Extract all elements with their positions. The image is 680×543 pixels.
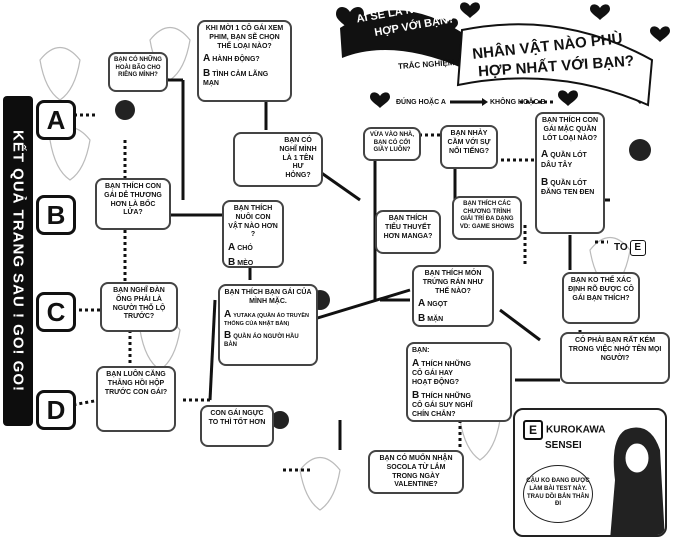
- kurokawa-name-line1: KUROKAWA: [546, 424, 606, 436]
- kurokawa-name-line2: SENSEI: [545, 440, 582, 451]
- result-b-box: B: [36, 195, 76, 235]
- option-b-text: TÌNH CẢM LÃNG MẠN: [203, 70, 269, 88]
- result-title: KẾT QUẢ TRANG SAU ! GO! GO!: [9, 130, 27, 392]
- question-nervous-text: BẠN LUÔN CĂNG THẲNG HỒI HỘP TRƯỚC CON GÁ…: [104, 371, 168, 396]
- question-pet-text: BẠN THÍCH NUÔI CON VẬT NÀO HƠN ?: [228, 205, 278, 239]
- option-a-text: QUẦN LÓT DÂU TÂY: [541, 152, 587, 169]
- legend-no: KHÔNG HOẶC B: [490, 99, 546, 106]
- question-you-text: BẠN:: [412, 347, 430, 354]
- question-shoes-text: VỪA VÀO NHÀ, BẠN CÓ CỞI GIẦY LUÔN?: [369, 132, 415, 153]
- question-forget-text: CÓ PHẢI BẠN RẤT KÉM TRONG VIỆC NHỚ TÊN M…: [568, 337, 662, 362]
- option-b-text: MÈO: [237, 259, 254, 267]
- question-selfname: BẠN CÓ NGHĨ MÌNH LÀ 1 TÊN HƯ HỎNG?: [233, 132, 323, 187]
- question-chocolate: BẠN CÓ MUỐN NHẬN SOCOLA TỪ LẮM TRONG NGÀ…: [368, 450, 464, 494]
- question-forget: CÓ PHẢI BẠN RẤT KÉM TRONG VIỆC NHỚ TÊN M…: [560, 332, 670, 384]
- option-b-text: QUẦN LÓT ĐĂNG TEN ĐEN: [541, 179, 595, 197]
- question-trust-text: BẠN KO THỂ XÁC ĐỊNH RÕ ĐƯỢC CÔ GÁI BẠN T…: [568, 277, 634, 302]
- question-bust-text: CON GÁI NGỰC TO THÌ TỐT HƠN: [208, 410, 266, 426]
- question-egg-text: BẠN THÍCH MÓN TRỨNG RÁN NHƯ THẾ NÀO?: [422, 270, 484, 295]
- question-care: BẠN CÓ NHỮNG HOÀI BÃO CHO RIÊNG MÌNH?: [108, 52, 168, 92]
- question-man: BẠN NGHĨ ĐÀN ÔNG PHẢI LÀ NGƯỜI THỔ LỘ TR…: [100, 282, 178, 332]
- kurokawa-portrait: [610, 427, 665, 535]
- question-cute-text: BẠN THÍCH CON GÁI DỄ THƯƠNG HƠN LÀ BỐC L…: [104, 183, 162, 217]
- option-a-text: NGỌT: [427, 301, 448, 309]
- question-novel-text: BẠN THÍCH TIỂU THUYẾT HƠN MANGA?: [383, 215, 433, 240]
- question-man-text: BẠN NGHĨ ĐÀN ÔNG PHẢI LÀ NGƯỜI THỔ LỘ TR…: [112, 287, 166, 321]
- question-skirt: BẠN THÍCH CON GÁI MẶC QUẦN LÓT LOẠI NÀO?…: [535, 112, 605, 234]
- option-a-text: THÍCH NHỮNG CÔ GÁI HAY HOẠT ĐỘNG?: [412, 360, 471, 386]
- question-selfname-text: BẠN CÓ NGHĨ MÌNH LÀ 1 TÊN HƯ HỎNG?: [279, 137, 317, 179]
- to-e-label: TO: [614, 242, 628, 253]
- question-dance-text: BẠN NHẢY CẦM VỚI SỰ NỔI TIẾNG?: [447, 130, 491, 155]
- result-e-box: E: [523, 420, 543, 440]
- result-a-box: A: [36, 100, 76, 140]
- option-b-text: MẶN: [427, 315, 444, 323]
- question-show: BẠN THÍCH CÁC CHƯƠNG TRÌNH GIẢI TRÍ ĐA D…: [452, 196, 522, 240]
- question-shoes: VỪA VÀO NHÀ, BẠN CÓ CỞI GIẦY LUÔN?: [363, 127, 421, 161]
- question-chocolate-text: BẠN CÓ MUỐN NHẬN SOCOLA TỪ LẮM TRONG NGÀ…: [379, 455, 453, 489]
- kurokawa-speech: CẬU KO ĐANG ĐƯỢC LÀM BÀI TEST NÀY. TRAU …: [523, 465, 593, 523]
- result-c-box: C: [36, 292, 76, 332]
- option-a-text: HÀNH ĐỘNG?: [212, 56, 260, 64]
- option-a-text: YUTAKA (QUẦN ÁO TRUYỀN THỐNG CỦA NHẬT BẢ…: [224, 312, 310, 328]
- question-trust: BẠN KO THỂ XÁC ĐỊNH RÕ ĐƯỢC CÔ GÁI BẠN T…: [562, 272, 640, 324]
- legend-yes: ĐÚNG HOẶC A: [396, 99, 446, 106]
- question-cute: BẠN THÍCH CON GÁI DỄ THƯƠNG HƠN LÀ BỐC L…: [95, 178, 171, 230]
- option-a-text: CHÓ: [237, 245, 253, 252]
- question-skirt-text: BẠN THÍCH CON GÁI MẶC QUẦN LÓT LOẠI NÀO?: [542, 117, 598, 142]
- result-title-bar: KẾT QUẢ TRANG SAU ! GO! GO!: [3, 96, 33, 426]
- question-bust: CON GÁI NGỰC TO THÌ TỐT HƠN: [200, 405, 274, 447]
- question-movie-text: KHI MỜI 1 CÔ GÁI XEM PHIM, BẠN SẼ CHỌN T…: [205, 25, 284, 50]
- question-care-text: BẠN CÓ NHỮNG HOÀI BÃO CHO RIÊNG MÌNH?: [114, 57, 162, 78]
- question-nervous: BẠN LUÔN CĂNG THẲNG HỒI HỘP TRƯỚC CON GÁ…: [96, 366, 176, 432]
- to-e-letter: E: [629, 240, 646, 256]
- result-d-box: D: [36, 390, 76, 430]
- question-dance: BẠN NHẢY CẦM VỚI SỰ NỔI TIẾNG?: [440, 125, 498, 169]
- option-b-text: QUẦN ÁO NGƯỜI HẦU BÀN: [224, 333, 299, 349]
- question-show-text: BẠN THÍCH CÁC CHƯƠNG TRÌNH GIẢI TRÍ ĐA D…: [459, 201, 515, 230]
- question-novel: BẠN THÍCH TIỂU THUYẾT HƠN MANGA?: [375, 210, 441, 254]
- question-dress-text: BẠN THÍCH BẠN GÁI CỦA MÌNH MẶC.: [224, 289, 312, 305]
- question-movie: KHI MỜI 1 CÔ GÁI XEM PHIM, BẠN SẼ CHỌN T…: [197, 20, 292, 102]
- option-b-text: THÍCH NHỮNG CÔ GÁI SUY NGHĨ CHÍN CHẮN?: [412, 392, 473, 418]
